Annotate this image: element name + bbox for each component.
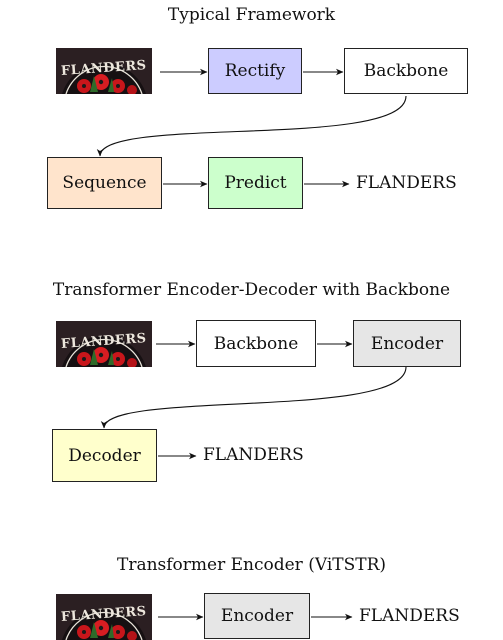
predict-box: Predict bbox=[208, 157, 303, 209]
arrow-encoder-to-decoder bbox=[100, 366, 407, 429]
rectify-label: Rectify bbox=[224, 61, 286, 81]
flanders-sign-image: FLANDERS bbox=[56, 594, 152, 640]
decoder-box: Decoder bbox=[52, 429, 157, 482]
svg-text:FLANDERS: FLANDERS bbox=[60, 331, 147, 352]
encoder-label: Encoder bbox=[370, 333, 444, 354]
flanders-sign-image: FLANDERS bbox=[56, 48, 152, 94]
section-title-typical: Typical Framework bbox=[167, 5, 336, 25]
sequence-box: Sequence bbox=[47, 157, 162, 209]
rectify-box: Rectify bbox=[208, 48, 302, 94]
predict-label: Predict bbox=[224, 173, 287, 193]
section-title-encoder-decoder: Transformer Encoder-Decoder with Backbon… bbox=[52, 280, 451, 300]
section-title-vitstr: Transformer Encoder (ViTSTR) bbox=[116, 555, 387, 575]
input-image-thumbnail: FLANDERS bbox=[56, 48, 152, 94]
encoder-label-3: Encoder bbox=[220, 606, 294, 626]
backbone-box: Backbone bbox=[344, 48, 468, 94]
backbone-label: Backbone bbox=[363, 61, 449, 81]
svg-text:FLANDERS: FLANDERS bbox=[60, 58, 147, 79]
output-text-vitstr: FLANDERS bbox=[359, 606, 460, 626]
sequence-label: Sequence bbox=[62, 173, 147, 193]
output-text-typical: FLANDERS bbox=[356, 173, 457, 193]
decoder-label: Decoder bbox=[68, 445, 141, 466]
svg-text:FLANDERS: FLANDERS bbox=[60, 604, 147, 625]
backbone-box-2: Backbone bbox=[196, 320, 316, 367]
flanders-sign-image: FLANDERS bbox=[56, 321, 152, 367]
input-image-thumbnail-2: FLANDERS bbox=[56, 321, 152, 367]
output-text-encoder-decoder: FLANDERS bbox=[203, 445, 304, 465]
arrow-backbone-to-sequence bbox=[96, 95, 407, 157]
encoder-box-3: Encoder bbox=[204, 593, 310, 639]
backbone-label-2: Backbone bbox=[213, 333, 299, 354]
encoder-box: Encoder bbox=[353, 320, 461, 367]
input-image-thumbnail-3: FLANDERS bbox=[56, 594, 152, 640]
